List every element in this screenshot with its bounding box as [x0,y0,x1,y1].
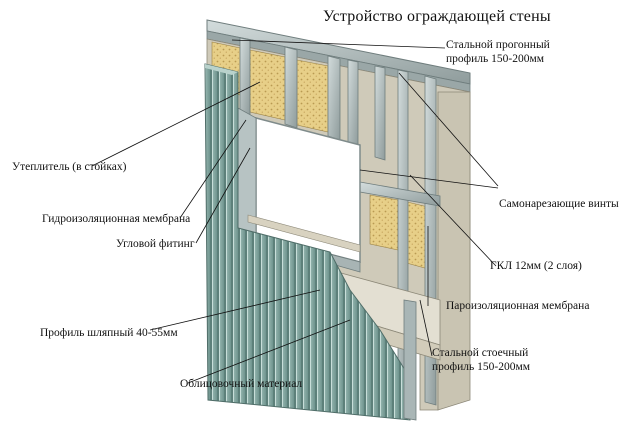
label-insulation: Утеплитель (в стойках) [12,161,127,173]
label-gkl: ГКЛ 12мм (2 слоя) [490,260,582,272]
label-hat-profile: Профиль шляпный 40-55мм [40,327,178,339]
diagram-title: Устройство ограждающей стены [323,8,551,25]
leader-lines [91,39,499,384]
cladding-panel [204,63,411,421]
label-steel-stud-line1: Стальной стоечный [432,347,529,359]
label-waterproofing-membrane: Гидроизоляционная мембрана [42,213,191,225]
label-steel-purlin-line2: профиль 150-200мм [446,53,545,65]
label-steel-purlin-line1: Стальной прогонный [446,39,550,51]
label-vapor-barrier: Пароизоляционная мембрана [446,300,590,312]
label-self-tapping-screws: Самонарезающие винты [499,198,619,210]
label-corner-fitting: Угловой фитинг [116,238,195,250]
right-edge-stud [403,299,417,421]
label-cladding: Облицовочный материал [180,378,303,390]
label-steel-stud-line2: профиль 150-200мм [432,361,531,373]
